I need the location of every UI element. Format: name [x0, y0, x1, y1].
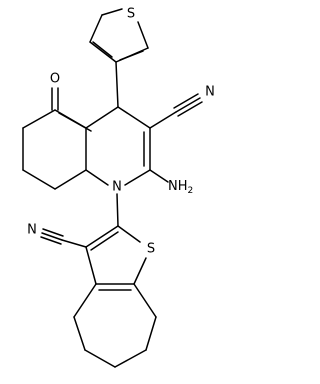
bond [73, 283, 97, 318]
oxygen-label: O [50, 72, 60, 87]
bond [42, 228, 64, 237]
bond [85, 225, 119, 248]
bond [137, 21, 149, 49]
amino-subscript-label: 2 [188, 186, 194, 196]
bond [101, 8, 123, 16]
bond [58, 112, 92, 132]
bond [85, 169, 109, 186]
bond [115, 61, 119, 108]
bond [89, 14, 103, 43]
bond [41, 232, 63, 241]
bond [133, 257, 147, 285]
bond [61, 239, 87, 248]
bond [117, 225, 141, 243]
bond [85, 246, 97, 285]
nitrile-nitrogen-top-label: N [205, 85, 215, 100]
bond [40, 236, 62, 245]
bond [119, 50, 144, 61]
bond [85, 106, 119, 129]
bond [84, 349, 116, 368]
atom-label-layer: O S N NH2 N N S [27, 7, 215, 257]
bond [54, 169, 87, 190]
bond [177, 101, 203, 117]
bond [92, 41, 113, 58]
bond [133, 283, 157, 318]
bond [73, 316, 86, 351]
bond [117, 106, 151, 129]
bond [149, 169, 169, 183]
bond [149, 111, 177, 129]
thiophene-sulfur-label: S [127, 7, 135, 22]
bond [173, 93, 199, 109]
amino-group-label: NH2 [168, 179, 193, 196]
bond [116, 193, 119, 227]
bond [175, 97, 201, 113]
molecule-structure: O S N NH2 N N S [22, 7, 215, 368]
thieno-sulfur-label: S [147, 242, 155, 257]
nitrile-nitrogen-bottom-label: N [27, 223, 37, 238]
bond [90, 231, 119, 251]
bond [22, 169, 56, 190]
amino-nh-label: NH [168, 179, 188, 194]
bond [22, 109, 56, 129]
bond-layer [22, 8, 203, 368]
ring-nitrogen-label: N [112, 180, 122, 195]
bond [89, 41, 117, 63]
bond [124, 169, 151, 186]
bond [114, 349, 147, 368]
bond [145, 316, 157, 351]
